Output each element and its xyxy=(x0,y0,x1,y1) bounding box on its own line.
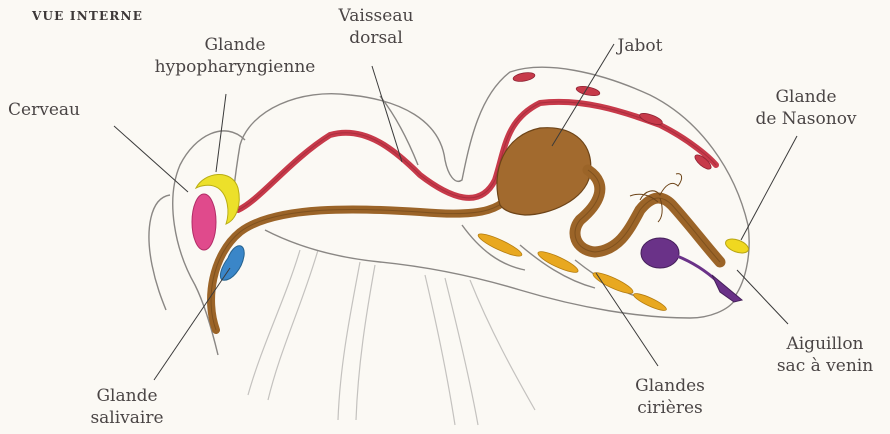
antenna xyxy=(149,195,170,310)
stinger xyxy=(712,275,742,302)
label-cerveau: Cerveau xyxy=(2,99,86,121)
brain xyxy=(192,194,216,250)
label-jabot: Jabot xyxy=(608,35,672,57)
legs xyxy=(248,250,535,425)
diagram-title: VUE INTERNE xyxy=(32,9,143,23)
oesophagus xyxy=(211,180,515,330)
nasonov-gland xyxy=(724,236,751,255)
crop-jabot xyxy=(497,128,591,215)
venom-sac xyxy=(641,238,679,268)
